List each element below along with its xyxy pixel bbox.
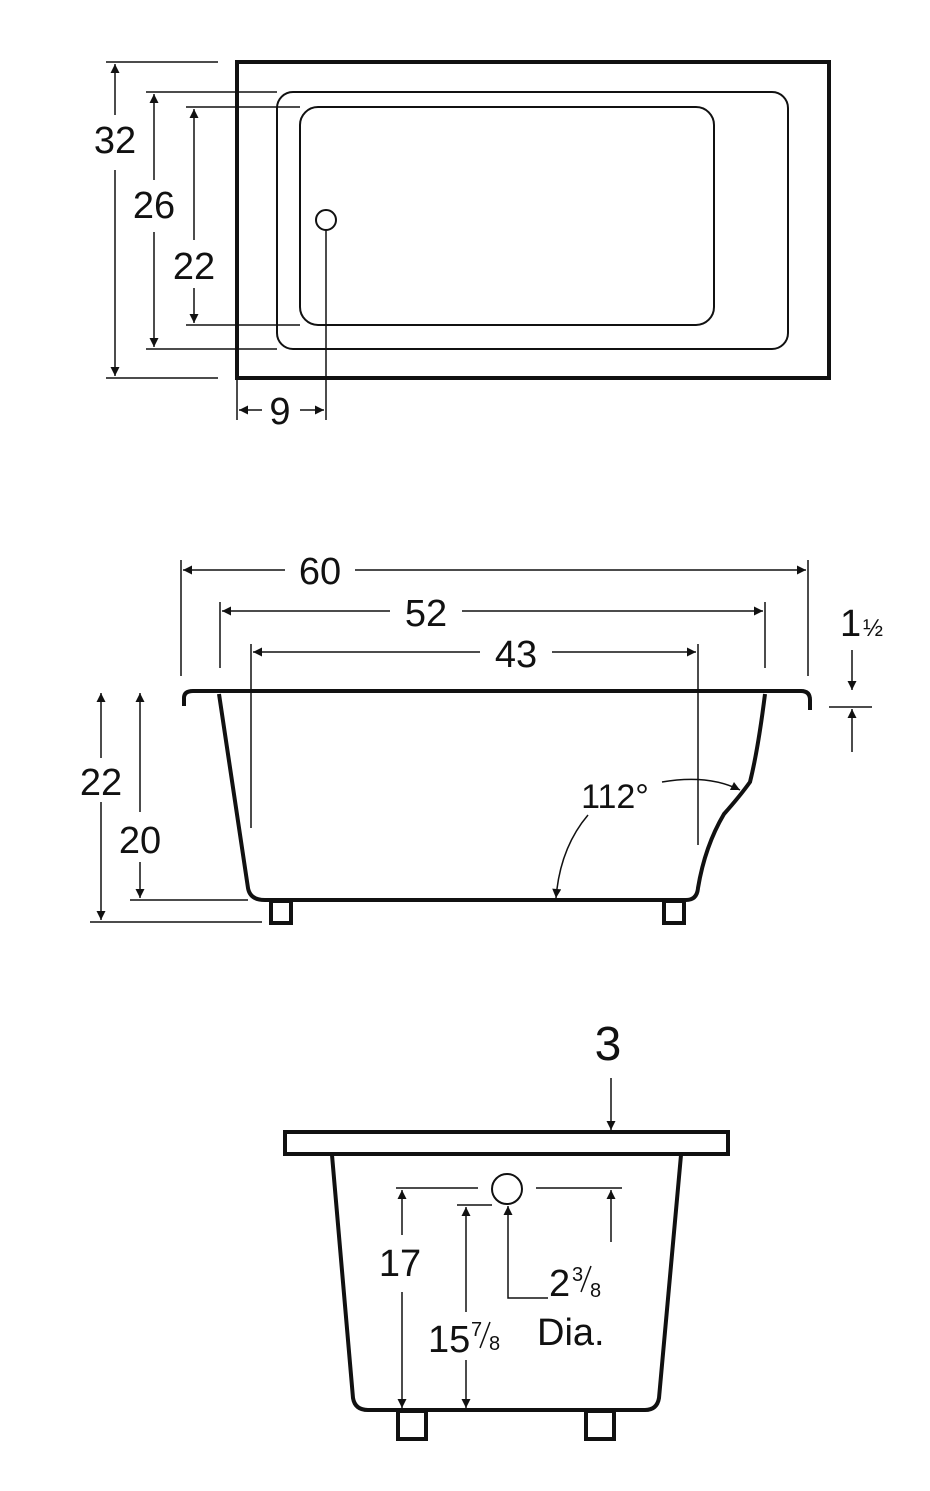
dim-overflow-dia-den: 8 xyxy=(590,1280,601,1302)
side-view: 60 52 43 1 ½ 22 20 112° xyxy=(80,551,883,925)
dim-overflow-dia-label: Dia. xyxy=(537,1312,605,1354)
dim-rim-thickness-whole: 1 xyxy=(840,603,861,645)
dim-rim-width: 26 xyxy=(133,185,175,227)
dim-overall-length: 60 xyxy=(299,551,341,593)
end-body-profile xyxy=(330,1154,683,1412)
rim-inner-outline xyxy=(276,91,789,350)
end-rim xyxy=(283,1130,730,1156)
dim-rim-length: 52 xyxy=(405,593,447,635)
basin-outline xyxy=(299,106,715,326)
angle-arc xyxy=(661,778,741,791)
dim-drain-offset: 9 xyxy=(269,391,290,433)
dim-basin-length: 43 xyxy=(495,634,537,676)
dim-basin-width: 22 xyxy=(173,246,215,288)
dim-drain-height-whole: 15 xyxy=(428,1319,470,1361)
dim-overall-height: 22 xyxy=(80,762,122,804)
tub-side-profile xyxy=(182,689,812,902)
angle-arc xyxy=(552,814,589,899)
dim-basin-depth: 20 xyxy=(119,820,161,862)
fraction-slash xyxy=(479,1321,491,1349)
tub-foot xyxy=(396,1409,428,1441)
dim-overflow-dia-whole: 2 xyxy=(549,1263,570,1305)
dim-drain-height-den: 8 xyxy=(489,1333,500,1355)
tub-foot xyxy=(269,899,293,925)
fraction-slash xyxy=(580,1265,592,1293)
dim-backrest-angle: 112° xyxy=(581,778,649,816)
dim-overflow-dia-num: 3 xyxy=(572,1264,583,1286)
dim-rim-thickness-frac: ½ xyxy=(863,615,883,642)
tub-foot xyxy=(584,1409,616,1441)
dim-drain-height-num: 7 xyxy=(471,1319,482,1341)
dim-overflow-height: 17 xyxy=(379,1243,421,1285)
drain-icon xyxy=(315,209,337,231)
leader-line xyxy=(503,1206,548,1299)
tub-outline xyxy=(235,60,831,380)
tub-foot xyxy=(662,899,686,925)
dim-rim-thickness: 3 xyxy=(595,1018,622,1071)
end-view: 3 17 15 7 8 2 3 8 Dia. xyxy=(283,1018,730,1441)
dim-overall-width: 32 xyxy=(94,120,136,162)
overflow-icon xyxy=(491,1173,523,1205)
top-view: 32 26 22 9 xyxy=(94,60,831,433)
